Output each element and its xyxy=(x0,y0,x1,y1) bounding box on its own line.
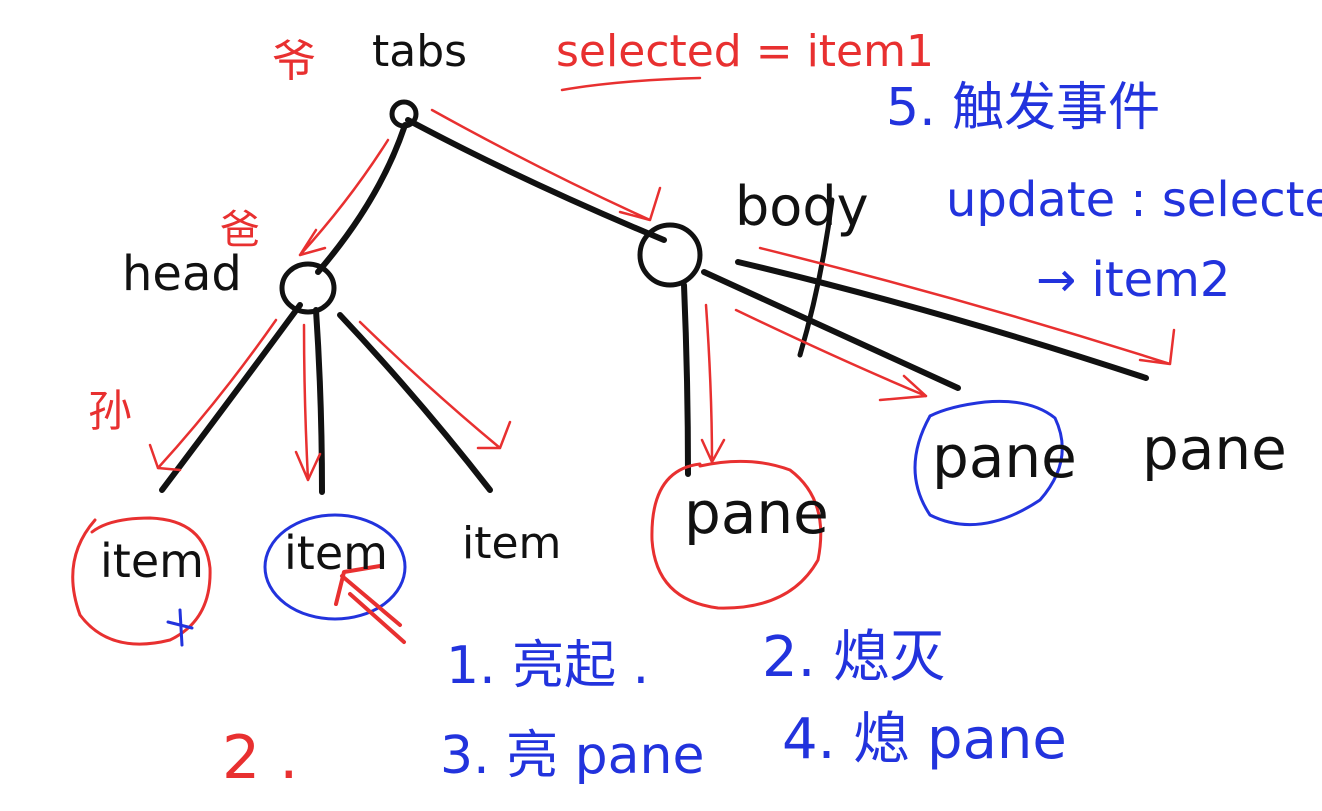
step5-title: 5. 触发事件 xyxy=(886,78,1161,138)
edge-body-pane2 xyxy=(701,269,961,391)
item1-cross xyxy=(166,608,194,647)
label-child: 孙 xyxy=(88,386,132,437)
node-head xyxy=(279,261,337,315)
body-letter-stroke xyxy=(797,197,835,358)
label-parent: 爸 xyxy=(220,207,260,253)
step-3: 3. 亮 pane xyxy=(440,726,705,786)
circle-pane1 xyxy=(650,459,823,610)
label-item2: item xyxy=(284,526,388,580)
red-arrow-body-pane2 xyxy=(734,308,928,402)
edge-head-item3 xyxy=(337,312,493,493)
edge-tabs-body xyxy=(405,117,667,243)
click-arrow xyxy=(334,564,406,644)
selected-state: selected = item1 xyxy=(556,26,934,77)
edge-body-pane3 xyxy=(735,259,1149,381)
red-arrow-head-item1 xyxy=(148,318,278,472)
label-body: body xyxy=(735,175,869,238)
step5-target: → item2 xyxy=(1036,252,1231,308)
selected-underline xyxy=(560,76,702,92)
click-arrow-shaft-b xyxy=(348,592,406,644)
label-grandparent: 爷 xyxy=(272,36,316,87)
click-arrow-head xyxy=(334,564,382,606)
step-4: 4. 熄 pane xyxy=(782,707,1067,772)
label-pane2: pane xyxy=(932,423,1077,491)
label-item1: item xyxy=(100,534,204,588)
click-arrow-shaft-a xyxy=(340,574,402,627)
red-arrow-head-item2 xyxy=(294,323,322,482)
circle-pane2 xyxy=(913,399,1064,527)
edge-head-item1 xyxy=(159,302,303,493)
tree-edges xyxy=(159,117,1149,495)
red-arrow-tabs-head xyxy=(298,138,390,257)
red-arrow-body-pane3 xyxy=(758,246,1176,366)
node-body xyxy=(637,222,703,288)
red-arrow-body-pane1 xyxy=(700,303,726,464)
step-1: 1. 亮起 . xyxy=(446,636,650,696)
red-arrows xyxy=(148,108,1176,482)
circle-item2 xyxy=(263,513,407,621)
red-arrow-tabs-body xyxy=(430,108,662,222)
label-pane3: pane xyxy=(1142,415,1287,483)
red-arrow-head-item3 xyxy=(358,320,512,450)
label-item3: item xyxy=(462,518,562,569)
label-tabs: tabs xyxy=(372,26,468,77)
node-tabs xyxy=(389,99,419,129)
step5-update: update : selected xyxy=(946,172,1322,228)
step-2: 2. 熄灭 xyxy=(762,625,946,690)
edge-tabs-head xyxy=(315,122,408,275)
label-head: head xyxy=(122,246,242,302)
edge-head-item2 xyxy=(313,307,325,495)
note-2: 2 . xyxy=(222,723,299,793)
circle-item1 xyxy=(71,516,212,646)
label-pane1: pane xyxy=(684,479,829,547)
edge-body-pane1 xyxy=(681,282,691,477)
tree-nodes xyxy=(279,99,835,358)
blue-circles xyxy=(263,399,1064,621)
red-circles xyxy=(71,459,823,647)
